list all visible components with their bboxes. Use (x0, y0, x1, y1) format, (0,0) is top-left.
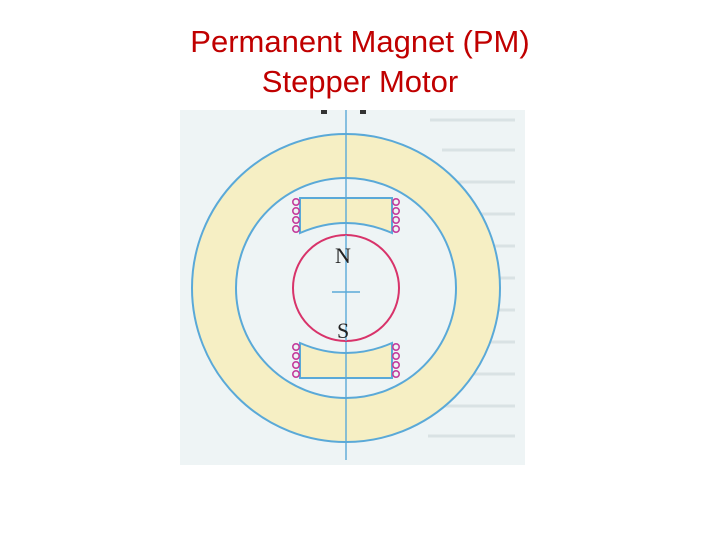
coil-bottom-left (292, 343, 301, 378)
diagram-svg: N S (180, 110, 525, 465)
top-cut-marks (321, 110, 366, 114)
title-line-1: Permanent Magnet (PM) (190, 24, 530, 59)
coil-top-left (292, 198, 301, 234)
rotor-north-label: N (335, 243, 351, 268)
slide-title: Permanent Magnet (PM) Stepper Motor (0, 22, 720, 102)
title-line-2: Stepper Motor (261, 64, 459, 99)
coil-windings (292, 198, 401, 378)
coil-bottom-right (392, 343, 401, 378)
rotor-south-label: S (337, 318, 349, 343)
stepper-motor-diagram: N S (180, 110, 525, 465)
coil-top-right (392, 198, 401, 234)
